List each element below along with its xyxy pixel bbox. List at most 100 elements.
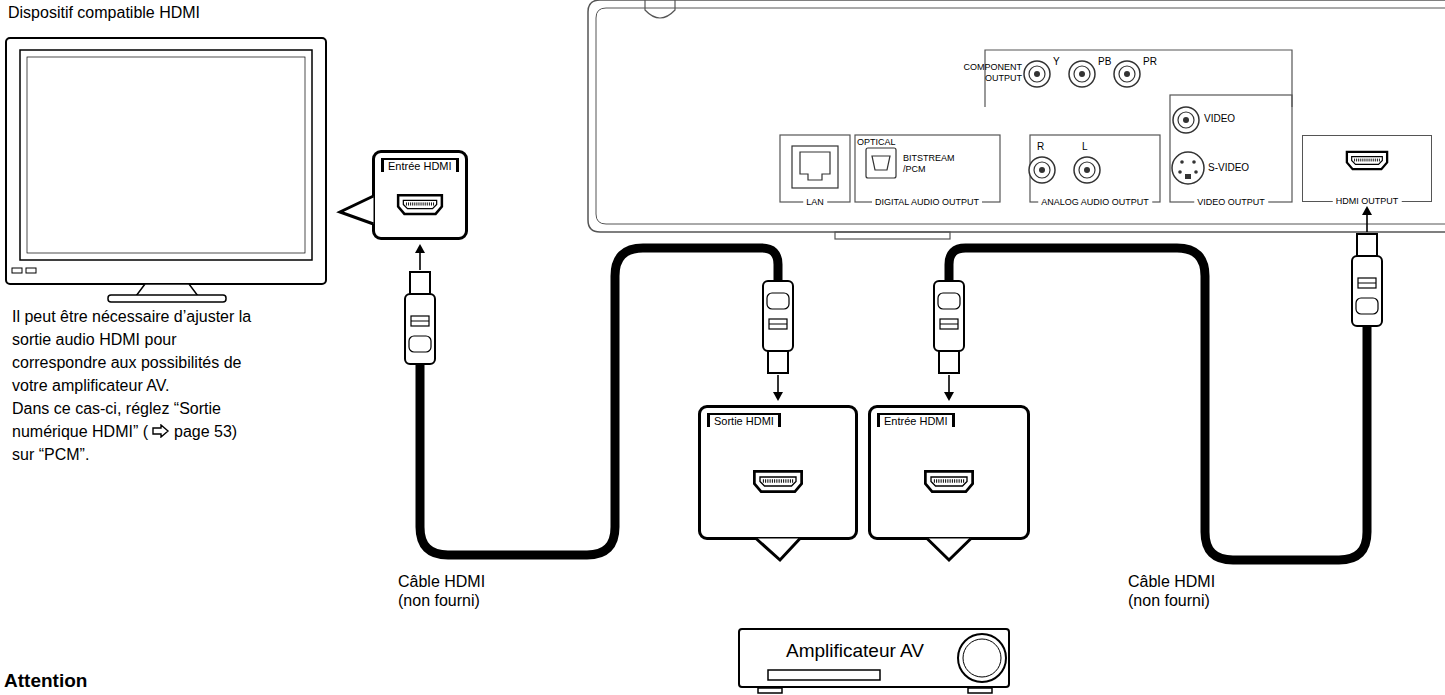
port-name: Entrée HDMI xyxy=(877,413,955,427)
player-panel xyxy=(588,0,1445,239)
label-text: Câble HDMI (non fourni) xyxy=(398,572,510,610)
s-video-jack xyxy=(1172,152,1204,184)
plug-grip xyxy=(1358,283,1376,284)
arrow-shaft xyxy=(948,375,950,393)
label-text: Attention xyxy=(4,670,87,693)
plug-tip xyxy=(1357,234,1377,256)
plug-grip xyxy=(767,293,789,309)
device-name: Amplificateur AV xyxy=(786,640,924,662)
plug-grip xyxy=(940,319,958,329)
plug-grip xyxy=(411,316,429,326)
s-video-pin xyxy=(1194,170,1198,174)
av-amplifier: Amplificateur AV xyxy=(738,628,1010,688)
rca-jack xyxy=(1079,71,1085,77)
arrow-head xyxy=(1362,206,1372,215)
rca-jack xyxy=(1039,167,1045,173)
rca-jack xyxy=(1074,66,1090,82)
label-text: S-VIDEO xyxy=(1208,162,1249,174)
s-video-key xyxy=(1185,174,1191,179)
arrow-shaft xyxy=(1366,214,1368,232)
hdmi-port-icon xyxy=(395,192,445,217)
plug-body xyxy=(1352,256,1382,326)
hdmi-port-icon xyxy=(1344,149,1390,172)
page-ref-arrow xyxy=(152,424,170,438)
label-text: Dispositif compatible HDMI xyxy=(8,3,200,22)
rca-jack xyxy=(1074,157,1100,183)
arrow-head xyxy=(773,392,783,401)
arrow-head xyxy=(415,244,425,253)
label-text: Y xyxy=(1053,56,1060,68)
plug-grip xyxy=(409,336,431,352)
s-video-pin xyxy=(1192,160,1196,164)
hdmi-port-icon xyxy=(922,468,976,495)
port-callout: Sortie HDMI xyxy=(698,405,858,540)
rca-jack xyxy=(1084,167,1090,173)
callout-tail xyxy=(756,539,800,561)
arrow-shaft xyxy=(419,252,421,270)
plug-tip xyxy=(410,272,430,294)
port-callout: Entrée HDMI xyxy=(868,405,1030,540)
s-video-pin xyxy=(1178,170,1182,174)
label-text: LAN xyxy=(803,197,827,208)
callout-tail xyxy=(927,539,971,561)
label-text: R xyxy=(1037,141,1044,153)
port-name: Sortie HDMI xyxy=(707,413,781,427)
hdmi-port-icon xyxy=(751,468,805,495)
rca-jack xyxy=(1034,162,1050,178)
port-name: HDMI OUTPUT xyxy=(1333,196,1402,206)
plug-tip xyxy=(768,351,788,373)
rca-jack xyxy=(1029,157,1055,183)
tv-set xyxy=(6,38,326,302)
note-paragraph: Il peut être nécessaire d’ajuster la sor… xyxy=(12,305,252,466)
port-callout: Entrée HDMI xyxy=(372,150,468,240)
plug-grip xyxy=(1356,298,1378,314)
callout-tail xyxy=(340,196,374,224)
rca-jacks xyxy=(1024,61,1204,184)
rca-jack xyxy=(1178,112,1194,128)
plug-grip xyxy=(1358,278,1376,288)
label-text: DIGITAL AUDIO OUTPUT xyxy=(872,197,982,208)
label-text: OPTICAL xyxy=(857,137,896,148)
plug-grip xyxy=(769,324,787,325)
s-video-pin xyxy=(1180,160,1184,164)
label-text: L xyxy=(1082,141,1088,153)
rca-jack xyxy=(1024,61,1050,87)
rca-jack xyxy=(1069,61,1095,87)
hdmi-output-port: HDMI OUTPUT xyxy=(1302,135,1432,202)
rca-jack xyxy=(1124,71,1130,77)
plug-grip xyxy=(938,293,960,309)
rca-jack xyxy=(1114,61,1140,87)
callout-tail xyxy=(756,539,800,561)
plug-tip xyxy=(939,351,959,373)
label-text: BITSTREAM /PCM xyxy=(903,153,955,175)
label-text: Câble HDMI (non fourni) xyxy=(1128,572,1240,610)
label-text: VIDEO xyxy=(1204,113,1235,125)
note-text: Il peut être nécessaire d’ajuster la sor… xyxy=(12,305,252,397)
label-text: PR xyxy=(1143,56,1157,68)
callout-tail xyxy=(340,196,374,224)
rca-jack xyxy=(1034,71,1040,77)
arrow-shaft xyxy=(777,375,779,393)
plug-grip xyxy=(940,324,958,325)
port-name: Entrée HDMI xyxy=(381,158,459,172)
rca-jack xyxy=(1079,162,1095,178)
rca-jack xyxy=(1173,107,1199,133)
rca-jack xyxy=(1183,117,1189,123)
label-text: ANALOG AUDIO OUTPUT xyxy=(1038,197,1152,208)
label-text: VIDEO OUTPUT xyxy=(1194,197,1268,208)
label-text: PB xyxy=(1098,56,1111,68)
arrow-head xyxy=(944,392,954,401)
plug-body xyxy=(763,281,793,351)
label-text: COMPONENT OUTPUT xyxy=(960,62,1022,84)
plug-grip xyxy=(411,321,429,322)
callout-tail xyxy=(927,539,971,561)
plug-body xyxy=(934,281,964,351)
plug-body xyxy=(405,294,435,364)
rca-jack xyxy=(1029,66,1045,82)
plug-grip xyxy=(769,319,787,329)
rca-jack xyxy=(1119,66,1135,82)
amp-details xyxy=(758,634,1006,693)
